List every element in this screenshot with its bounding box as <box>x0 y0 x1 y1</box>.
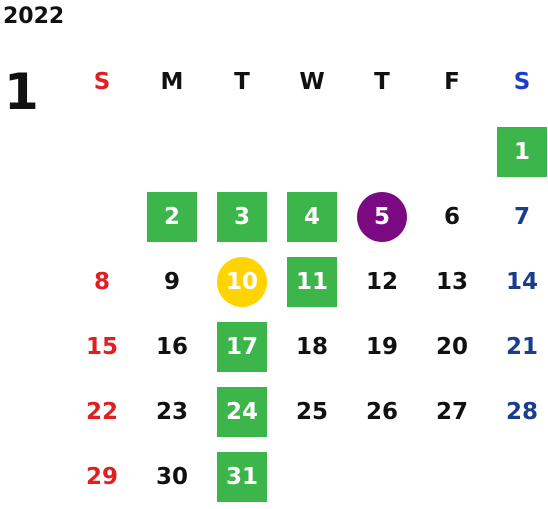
day-number: 28 <box>505 398 538 425</box>
day-number: 1 <box>497 126 547 177</box>
day-number: 29 <box>85 463 118 490</box>
day-cell[interactable]: 18 <box>277 314 347 379</box>
day-number: 10 <box>217 256 267 307</box>
day-cell[interactable]: 27 <box>417 379 487 444</box>
day-number: 6 <box>443 203 460 230</box>
day-cell[interactable]: 26 <box>347 379 417 444</box>
weekday-fri: F <box>444 69 460 95</box>
day-number: 27 <box>435 398 468 425</box>
day-number: 16 <box>155 333 188 360</box>
day-number: 7 <box>513 203 530 230</box>
day-number: 19 <box>365 333 398 360</box>
day-number: 13 <box>435 268 468 295</box>
day-number: 21 <box>505 333 538 360</box>
day-cell[interactable]: 22 <box>67 379 137 444</box>
day-cell[interactable]: 6 <box>417 184 487 249</box>
day-cell[interactable]: 10 <box>207 249 277 314</box>
day-number: 3 <box>217 191 267 242</box>
weekday-header: S M T W T F S <box>67 62 548 102</box>
day-number: 4 <box>287 191 337 242</box>
weekday-sat: S <box>513 69 531 95</box>
calendar-month: 1 <box>4 63 39 121</box>
day-number: 9 <box>163 268 180 295</box>
day-number: 18 <box>295 333 328 360</box>
day-cell[interactable]: 24 <box>207 379 277 444</box>
day-cell[interactable]: 3 <box>207 184 277 249</box>
day-cell[interactable]: 20 <box>417 314 487 379</box>
day-number: 15 <box>85 333 118 360</box>
day-cell[interactable]: 21 <box>487 314 548 379</box>
day-cell[interactable]: 25 <box>277 379 347 444</box>
weekday-wed: W <box>299 69 325 95</box>
day-cell[interactable]: 23 <box>137 379 207 444</box>
weekday-mon: M <box>160 69 184 95</box>
day-cell[interactable]: 14 <box>487 249 548 314</box>
day-number: 17 <box>217 321 267 372</box>
day-cell[interactable]: 30 <box>137 444 207 509</box>
weekday-thu: T <box>374 69 390 95</box>
weekday-tue: T <box>234 69 250 95</box>
day-cell[interactable]: 15 <box>67 314 137 379</box>
day-number: 14 <box>505 268 538 295</box>
day-cell[interactable]: 8 <box>67 249 137 314</box>
day-number: 25 <box>295 398 328 425</box>
day-cell[interactable]: 7 <box>487 184 548 249</box>
day-number: 26 <box>365 398 398 425</box>
day-cell[interactable]: 11 <box>277 249 347 314</box>
weekday-sun: S <box>93 69 111 95</box>
day-cell[interactable]: 2 <box>137 184 207 249</box>
day-cell[interactable]: 9 <box>137 249 207 314</box>
day-cell[interactable]: 12 <box>347 249 417 314</box>
day-cell[interactable]: 31 <box>207 444 277 509</box>
day-number: 2 <box>147 191 197 242</box>
day-cell[interactable]: 4 <box>277 184 347 249</box>
day-number: 24 <box>217 386 267 437</box>
day-number: 22 <box>85 398 118 425</box>
day-number: 12 <box>365 268 398 295</box>
day-number: 11 <box>287 256 337 307</box>
day-number: 31 <box>217 451 267 502</box>
calendar-year: 2022 <box>3 4 65 29</box>
day-number: 8 <box>93 268 110 295</box>
day-number: 30 <box>155 463 188 490</box>
day-number: 20 <box>435 333 468 360</box>
day-cell[interactable]: 16 <box>137 314 207 379</box>
day-cell[interactable]: 5 <box>347 184 417 249</box>
day-cell[interactable]: 1 <box>487 119 548 184</box>
day-cell[interactable]: 29 <box>67 444 137 509</box>
day-cell[interactable]: 28 <box>487 379 548 444</box>
day-cell[interactable]: 19 <box>347 314 417 379</box>
day-cell[interactable]: 17 <box>207 314 277 379</box>
day-number: 5 <box>357 191 407 242</box>
day-cell[interactable]: 13 <box>417 249 487 314</box>
day-number: 23 <box>155 398 188 425</box>
